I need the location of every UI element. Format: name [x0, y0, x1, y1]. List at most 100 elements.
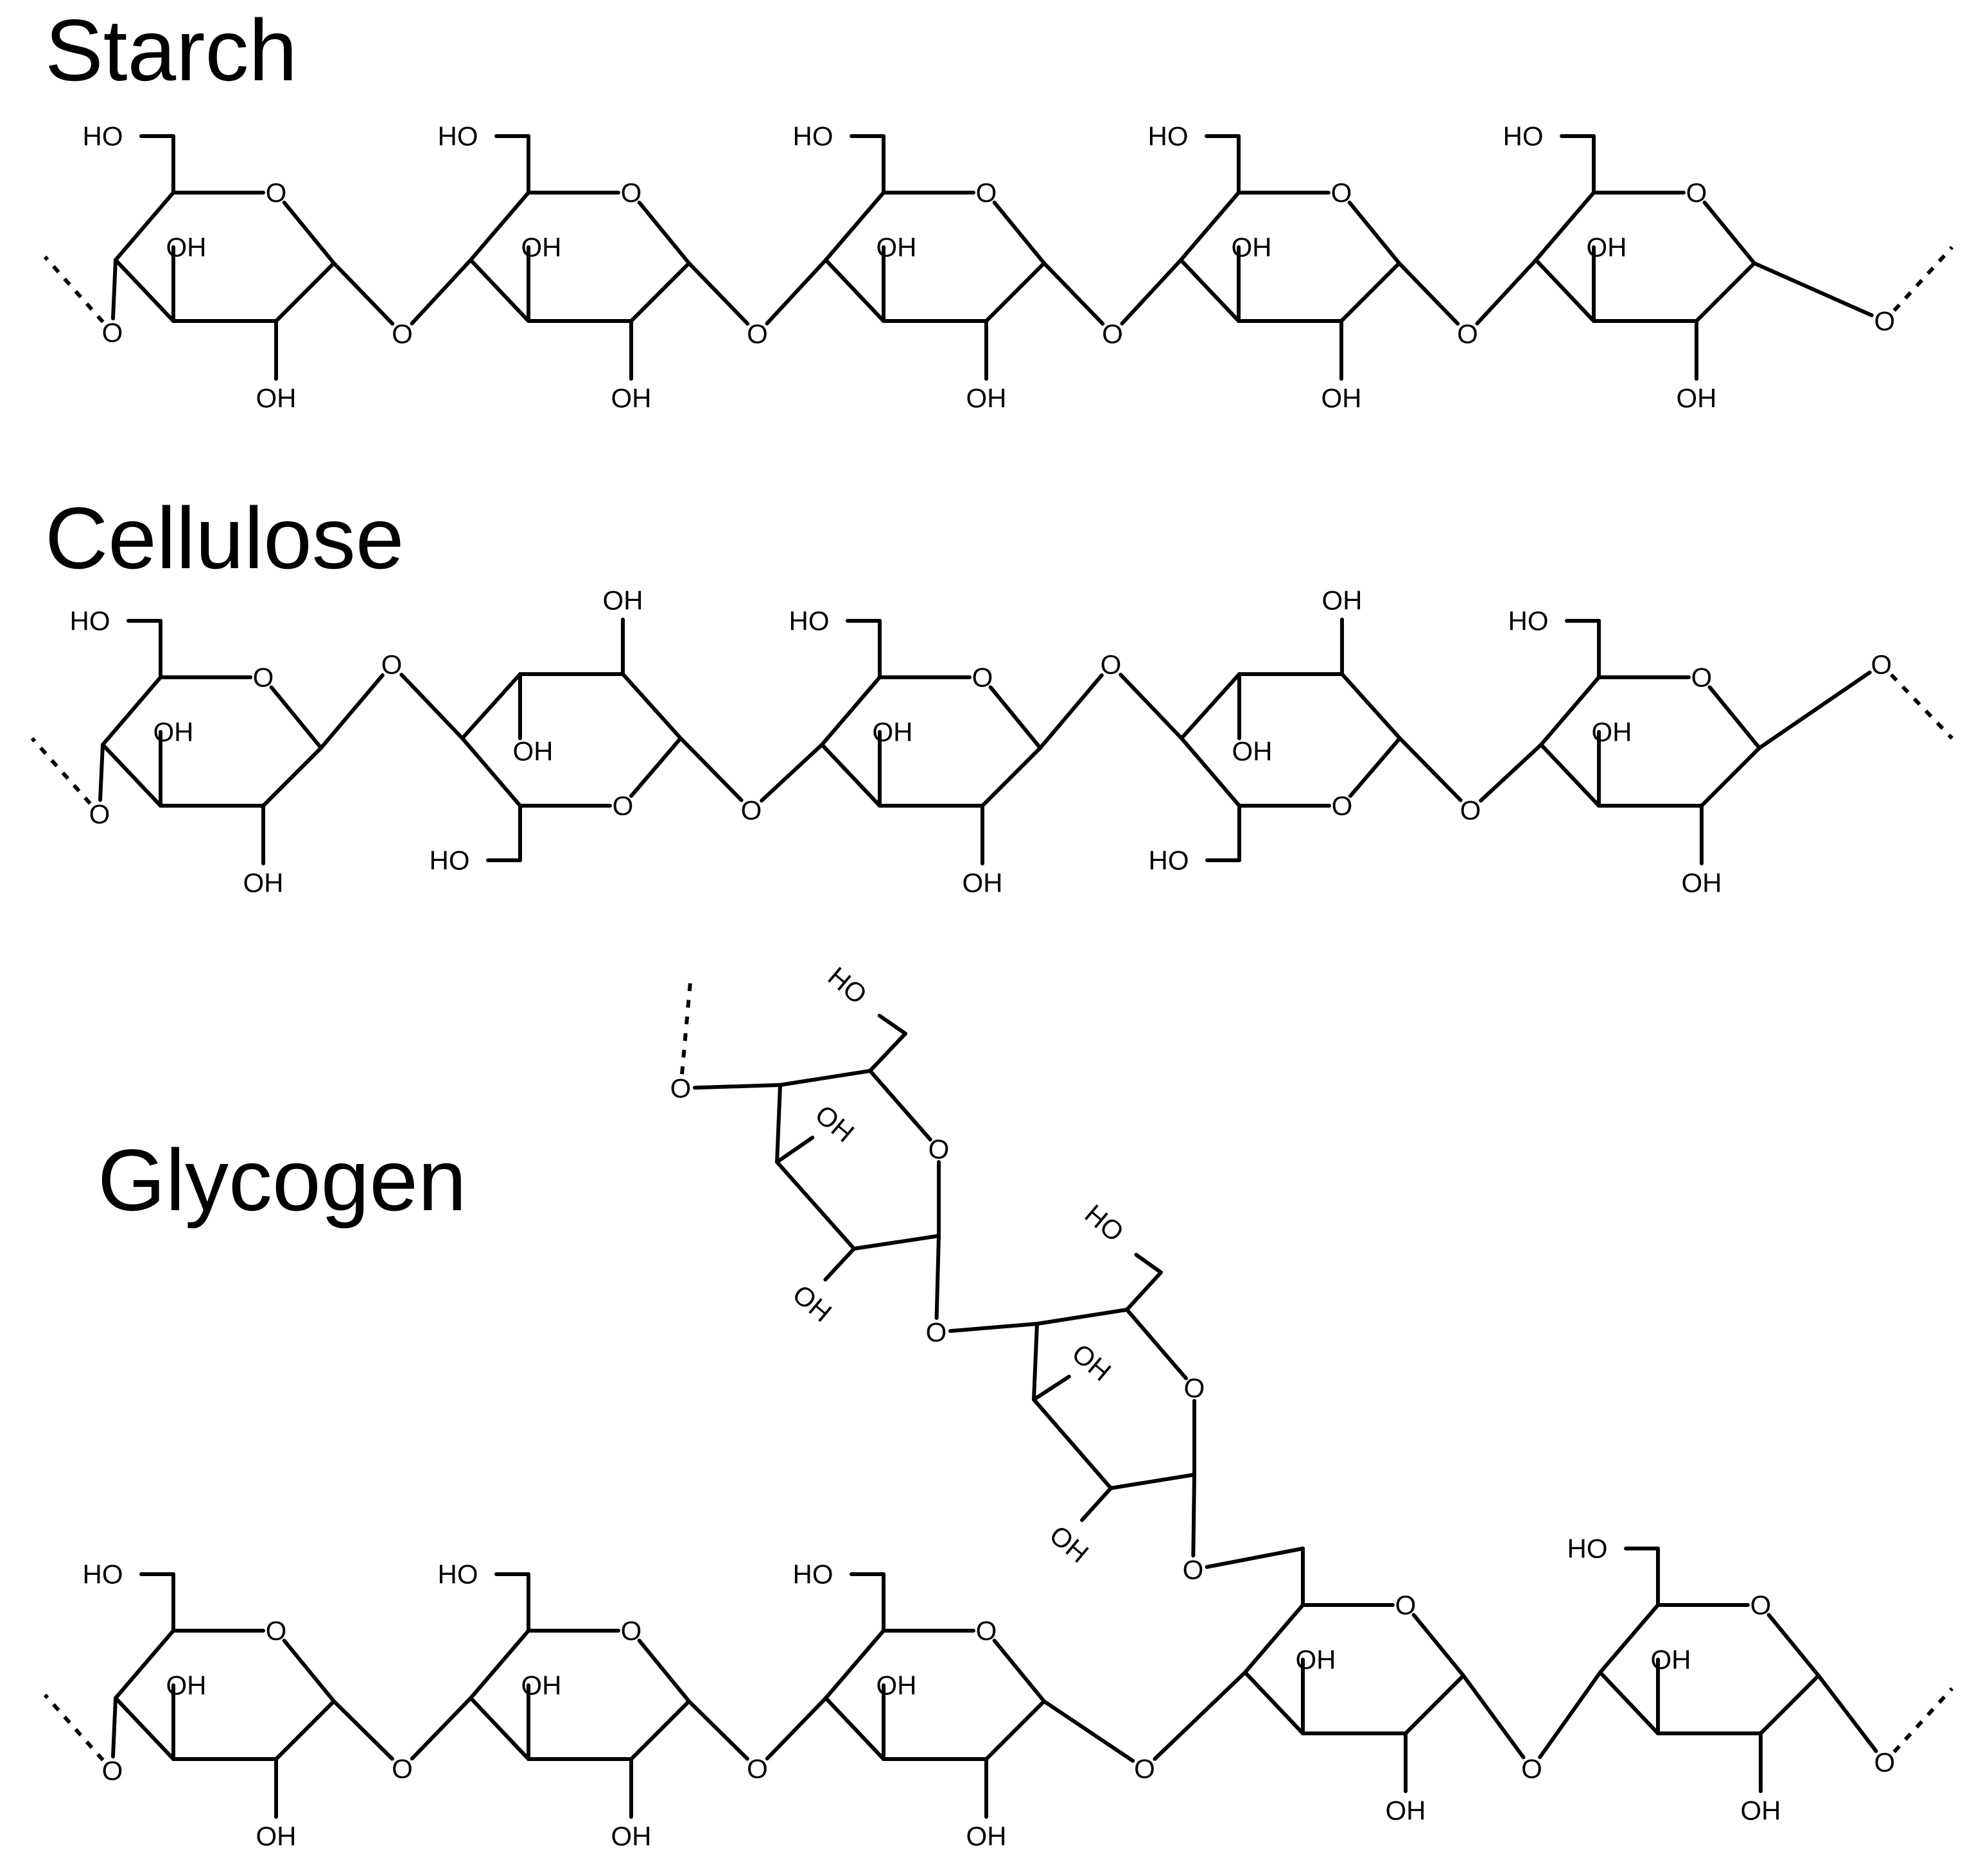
ring-oxygen: O — [1686, 178, 1707, 208]
bond — [1479, 743, 1543, 803]
bond — [765, 258, 828, 325]
ring-oxygen: O — [1750, 1590, 1772, 1620]
ring-oxygen: O — [976, 1616, 997, 1646]
hydroxyl-label: OH — [521, 232, 562, 263]
bond — [114, 191, 175, 262]
bond — [868, 1032, 907, 1073]
ring-oxygen: O — [972, 663, 993, 693]
bond — [261, 746, 323, 808]
bridge-oxygen: O — [89, 799, 110, 829]
bond — [637, 200, 691, 265]
bond — [1243, 1670, 1305, 1735]
dashed-bond — [30, 737, 92, 805]
bond — [282, 1638, 336, 1703]
hydroxyl-label: OH — [1232, 232, 1272, 263]
dashed-bond — [1892, 245, 1954, 312]
bond — [1120, 258, 1183, 325]
bond — [1153, 1670, 1247, 1761]
bond — [948, 1322, 1039, 1333]
bond — [460, 736, 522, 808]
hydroxymethyl-label: HO — [438, 121, 478, 152]
bond — [1411, 1613, 1465, 1678]
bond — [410, 1696, 473, 1761]
hydroxyl-label: OH — [611, 1821, 652, 1852]
bridge-oxygen: O — [1457, 319, 1478, 349]
bond — [629, 1699, 691, 1761]
ring-oxygen: O — [613, 791, 634, 821]
bond — [692, 1083, 782, 1090]
bond — [775, 1135, 815, 1164]
bond — [1757, 670, 1872, 750]
bond — [824, 1629, 885, 1700]
bond — [1397, 261, 1460, 326]
hydroxymethyl-label: HO — [70, 606, 110, 636]
bond — [1042, 1699, 1135, 1763]
bond — [1339, 261, 1401, 323]
bond — [1125, 1308, 1188, 1380]
bridge-oxygen: O — [926, 1317, 947, 1348]
dashed-bond — [1892, 1687, 1954, 1753]
bond — [1598, 1603, 1660, 1674]
hydroxyl-label: OH — [1682, 868, 1722, 898]
bridge-oxygen: O — [381, 650, 403, 680]
bond — [332, 261, 395, 326]
dashed-bond — [1890, 673, 1954, 740]
bond — [1539, 743, 1601, 808]
bond — [1340, 672, 1402, 740]
hydroxyl-label: OH — [966, 383, 1007, 413]
bond — [274, 1699, 336, 1761]
bond — [984, 261, 1046, 323]
bond — [469, 258, 530, 323]
bond — [629, 736, 683, 798]
ring-oxygen: O — [266, 178, 287, 208]
bond — [1119, 672, 1183, 740]
bond — [868, 1069, 932, 1141]
bridge-oxygen: O — [1101, 650, 1122, 680]
bond — [1539, 675, 1601, 747]
hydroxyl-label: OH — [963, 868, 1003, 898]
bond — [1180, 672, 1241, 740]
bond — [1766, 1613, 1820, 1678]
hydroxyl-label: OH — [1651, 1645, 1691, 1675]
hydroxyl-label: OH — [1044, 1520, 1094, 1568]
bridge-oxygen: O — [392, 319, 413, 349]
bond — [1035, 1308, 1129, 1326]
ring-oxygen: O — [1182, 1371, 1207, 1404]
bond — [984, 1699, 1046, 1761]
title-starch: Starch — [45, 1, 298, 99]
hydroxyl-label: OH — [1592, 717, 1632, 747]
bond — [824, 1696, 885, 1761]
bond — [410, 258, 473, 325]
hydroxyl-label: OH — [611, 383, 652, 413]
bond — [852, 1234, 941, 1251]
bond — [460, 672, 522, 740]
dashed-bond — [43, 1694, 105, 1762]
bond — [760, 743, 824, 803]
bond — [1404, 1674, 1465, 1735]
hydroxyl-label: OH — [876, 1670, 917, 1701]
hydroxyl-label: OH — [1232, 736, 1273, 767]
ring-oxygen: O — [1331, 178, 1352, 208]
hydroxymethyl-label: HO — [1149, 846, 1189, 876]
bond — [1042, 261, 1105, 326]
bond — [1461, 1674, 1526, 1760]
bond — [98, 743, 105, 802]
ring-oxygen: O — [976, 178, 997, 208]
bond — [1538, 1670, 1602, 1760]
hydroxyl-label: OH — [513, 736, 554, 767]
bond — [399, 672, 464, 740]
bond — [1080, 1486, 1113, 1522]
bond — [1032, 1375, 1071, 1401]
ring-oxygen: O — [266, 1616, 287, 1646]
hydroxymethyl-label: HO — [430, 846, 470, 876]
bond — [1695, 261, 1756, 323]
ring-oxygen: O — [1691, 663, 1713, 693]
hydroxyl-label: OH — [243, 868, 284, 898]
bond — [1179, 191, 1241, 262]
bridge-oxygen: O — [1183, 1555, 1204, 1585]
hydroxymethyl-label: HO — [83, 1559, 123, 1590]
bridge-oxygen: O — [747, 1754, 768, 1784]
bond — [469, 191, 530, 262]
